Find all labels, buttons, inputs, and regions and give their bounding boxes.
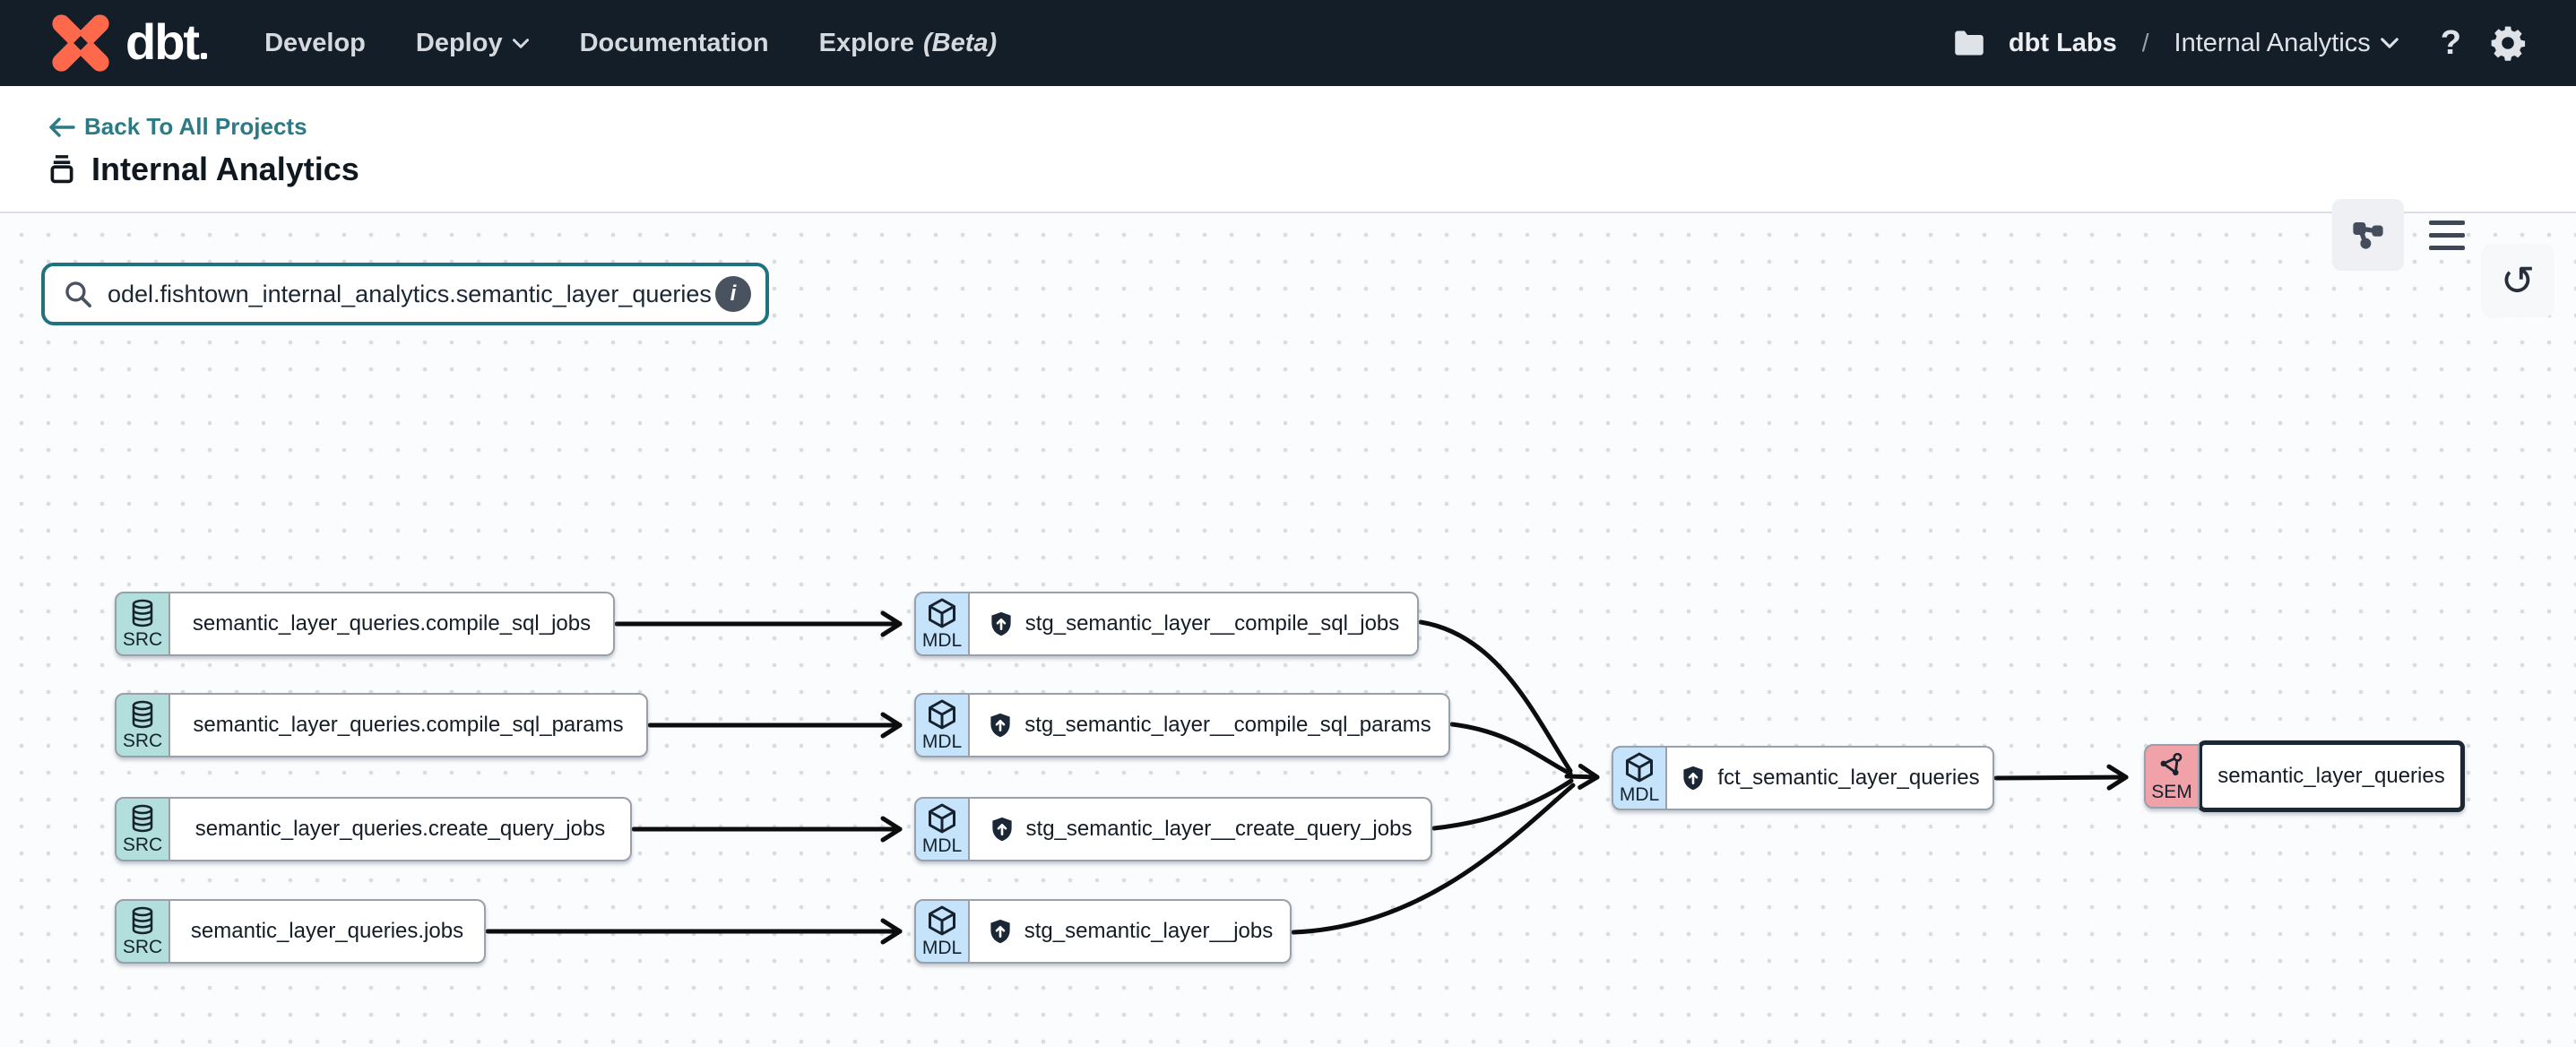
reset-viewport-button[interactable]: ↺ bbox=[2481, 244, 2554, 317]
project-icon bbox=[50, 155, 73, 184]
node-source-compile-sql-params[interactable]: SRC semantic_layer_queries.compile_sql_p… bbox=[115, 693, 648, 757]
cube-icon bbox=[929, 598, 955, 627]
help-button[interactable]: ? bbox=[2440, 23, 2461, 62]
back-link[interactable]: Back To All Projects bbox=[48, 113, 307, 141]
node-model-stg-jobs[interactable]: MDL stg_semantic_layer__jobs bbox=[914, 899, 1292, 964]
header-actions bbox=[2332, 199, 2477, 271]
nav-item-explore[interactable]: Explore (Beta) bbox=[818, 28, 998, 57]
top-navbar: dbt Develop Deploy Documentation Explore… bbox=[0, 0, 2576, 86]
shield-icon bbox=[991, 817, 1012, 842]
breadcrumb-separator: / bbox=[2141, 29, 2149, 56]
reset-icon: ↺ bbox=[2500, 256, 2536, 305]
hamburger-icon bbox=[2429, 220, 2465, 225]
info-icon[interactable]: i bbox=[715, 276, 751, 312]
folder-icon bbox=[1955, 30, 1984, 56]
database-icon bbox=[132, 804, 153, 832]
node-source-create-query-jobs[interactable]: SRC semantic_layer_queries.create_query_… bbox=[115, 797, 632, 861]
chevron-down-icon bbox=[512, 38, 529, 48]
cube-icon bbox=[929, 803, 955, 833]
dbt-logo[interactable]: dbt bbox=[48, 11, 207, 75]
cube-icon bbox=[1626, 752, 1653, 782]
node-model-stg-create-query-jobs[interactable]: MDL stg_semantic_layer__create_query_job… bbox=[914, 797, 1432, 861]
shield-icon bbox=[990, 919, 1010, 944]
nav-menu: Develop Deploy Documentation Explore (Be… bbox=[264, 29, 997, 58]
database-icon bbox=[132, 700, 153, 728]
cube-icon bbox=[929, 905, 955, 935]
lineage-view-button[interactable] bbox=[2332, 199, 2404, 271]
project-selector[interactable]: Internal Analytics bbox=[2174, 29, 2399, 58]
account-name[interactable]: dbt Labs bbox=[2008, 28, 2117, 57]
node-model-fct-semantic-layer-queries[interactable]: MDL fct_semantic_layer_queries bbox=[1612, 746, 1994, 810]
cube-icon bbox=[929, 699, 955, 729]
arrow-left-icon bbox=[49, 117, 75, 137]
settings-gear-button[interactable] bbox=[2488, 23, 2528, 63]
shield-icon bbox=[990, 713, 1010, 738]
database-icon bbox=[132, 906, 153, 934]
nav-item-documentation[interactable]: Documentation bbox=[579, 28, 769, 57]
menu-button[interactable] bbox=[2429, 211, 2477, 259]
nav-item-develop[interactable]: Develop bbox=[264, 28, 366, 57]
explore-beta-tag: (Beta) bbox=[923, 28, 998, 57]
search-input[interactable]: odel.fishtown_internal_analytics.semanti… bbox=[41, 263, 769, 325]
chevron-down-icon bbox=[2381, 38, 2399, 48]
page-title-row: Internal Analytics bbox=[47, 151, 359, 188]
lineage-graph-icon bbox=[2353, 222, 2383, 249]
node-model-stg-compile-sql-jobs[interactable]: MDL stg_semantic_layer__compile_sql_jobs bbox=[914, 592, 1419, 656]
navbar-right: dbt Labs / Internal Analytics ? bbox=[1953, 23, 2528, 63]
node-source-jobs[interactable]: SRC semantic_layer_queries.jobs bbox=[115, 899, 486, 964]
nav-item-deploy[interactable]: Deploy bbox=[416, 29, 530, 58]
node-model-stg-compile-sql-params[interactable]: MDL stg_semantic_layer__compile_sql_para… bbox=[914, 693, 1450, 757]
database-icon bbox=[132, 599, 153, 627]
shield-icon bbox=[991, 611, 1011, 636]
dbt-logo-icon bbox=[52, 14, 109, 72]
search-icon bbox=[65, 281, 91, 307]
search-value: odel.fishtown_internal_analytics.semanti… bbox=[108, 280, 712, 307]
project-header: Back To All Projects Internal Analytics bbox=[0, 86, 2576, 271]
dbt-logo-text: dbt bbox=[125, 13, 207, 71]
node-semantic-layer-queries[interactable]: SEM semantic_layer_queries bbox=[2144, 740, 2465, 812]
gear-icon bbox=[2491, 26, 2526, 61]
shield-icon bbox=[1683, 766, 1704, 791]
node-source-compile-sql-jobs[interactable]: SRC semantic_layer_queries.compile_sql_j… bbox=[115, 592, 615, 656]
semantic-layer-icon bbox=[2160, 752, 2183, 775]
page-title: Internal Analytics bbox=[91, 151, 359, 187]
